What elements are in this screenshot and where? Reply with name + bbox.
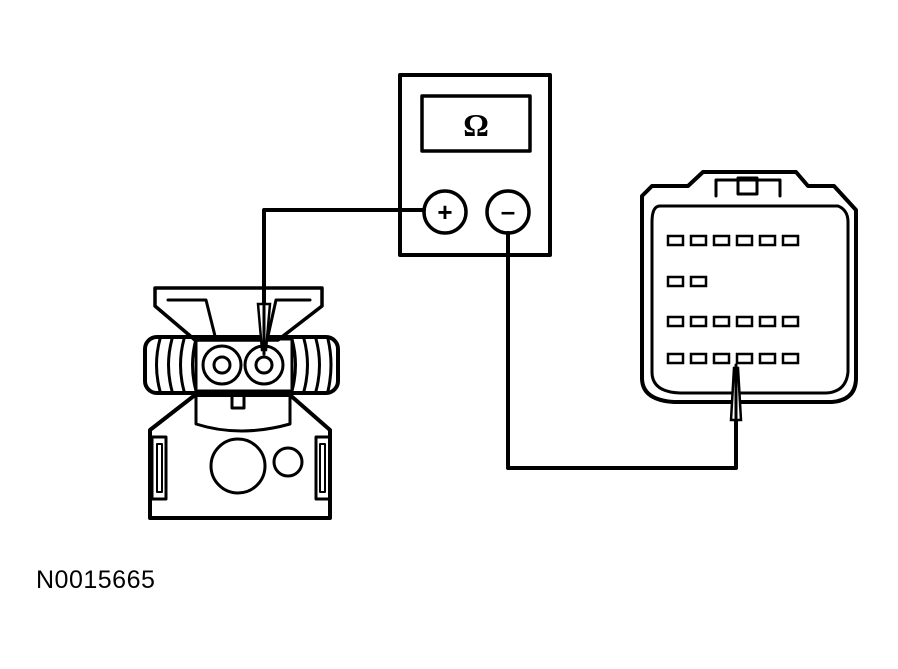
sensor-left-clip-inner [156,443,163,493]
harness-connector [640,170,858,422]
sensor-keyway [230,389,246,410]
reference-code: N0015665 [36,566,156,594]
sensor-terminal-2-pin [254,355,274,375]
pin-cavity [666,352,685,365]
pin-cavity [758,315,777,328]
harness-inner-outline [650,204,850,395]
sensor-connector [143,286,340,520]
pin-cavity [689,352,708,365]
pin-cavity [758,352,777,365]
sensor-inner-shell [194,393,292,433]
pin-cavity [735,352,754,365]
negative-test-lead [506,231,738,470]
sensor-right-clip [314,435,332,501]
harness-pin-cavities [666,234,800,365]
pin-cavity [689,315,708,328]
sensor-lower-body [148,393,332,520]
harness-lock-tab [714,178,782,198]
pin-cavity [689,234,708,247]
sensor-right-clip-inner [319,443,326,493]
sensor-large-port [209,437,267,495]
positive-terminal-label: + [437,197,452,227]
pin-cavity [666,234,685,247]
harness-connector-body [640,170,858,404]
sensor-left-clip [150,435,168,501]
pin-cavity [735,315,754,328]
ohm-symbol: Ω [463,107,489,143]
pin-cavity [712,352,731,365]
sensor-terminal-1-pin [212,355,232,375]
ohmmeter-display [420,94,532,153]
pin-cavity [689,275,708,288]
pin-cavity [781,234,800,247]
positive-test-lead [262,208,426,307]
ohmmeter: Ω + – [398,73,552,257]
pin-cavity [781,315,800,328]
sensor-terminal-1 [201,344,243,386]
pin-cavity [735,234,754,247]
sensor-top-latch [153,286,324,342]
pin-cavity [781,352,800,365]
pin-cavity [712,315,731,328]
sensor-latch-detail [166,298,312,338]
harness-lock-window [736,176,759,196]
ohmmeter-body [398,73,552,257]
pin-cavity [666,275,685,288]
pin-cavity [712,234,731,247]
negative-terminal-label: – [501,196,515,226]
pin-cavity [758,234,777,247]
sensor-small-port [272,446,304,478]
pin-cavity [666,315,685,328]
sensor-barrel [143,335,340,395]
